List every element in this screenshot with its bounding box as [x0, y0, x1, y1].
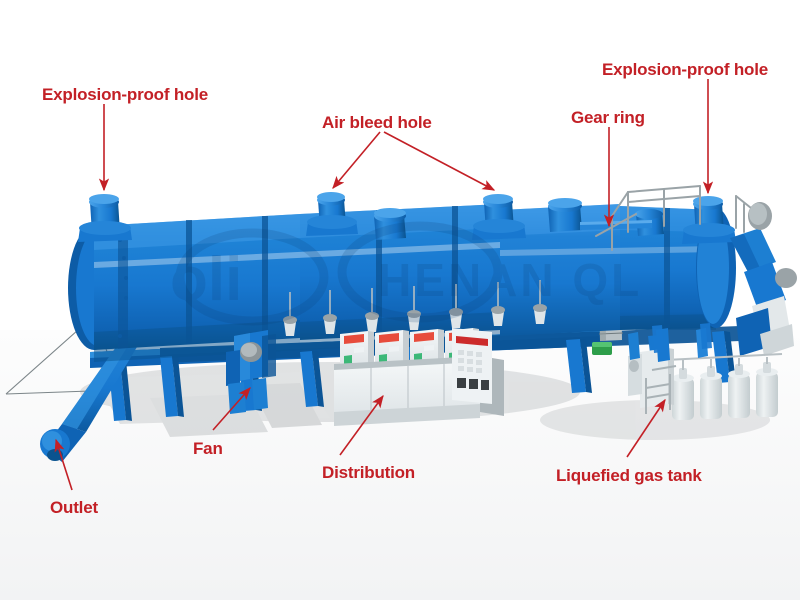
- leader-air-bleed-a: [332, 131, 381, 189]
- stack-5: [682, 196, 736, 244]
- condenser-pipes: [283, 280, 547, 336]
- leader-air-bleed-b: [383, 131, 496, 191]
- right-feed-assembly: [730, 202, 797, 356]
- svg-text:oli: oli: [170, 245, 242, 314]
- walkway-rail: [595, 185, 757, 251]
- fan-unit: [226, 330, 276, 414]
- stack-3: [374, 208, 406, 240]
- label-gear-ring: Gear ring: [571, 108, 645, 127]
- gas-tanks: [665, 353, 783, 420]
- label-distribution: Distribution: [322, 463, 415, 482]
- leader-distribution: [339, 394, 384, 456]
- svg-text:HENAN QL: HENAN QL: [378, 254, 642, 306]
- label-explosion-proof-hole-left: Explosion-proof hole: [42, 85, 208, 104]
- label-outlet: Outlet: [50, 498, 98, 517]
- stack-dome-mid: [548, 198, 582, 232]
- control-panel: [452, 328, 492, 404]
- label-liquefied-gas-tank: Liquefied gas tank: [556, 466, 702, 485]
- stack-2: [306, 192, 358, 236]
- control-cabinets: [334, 328, 504, 426]
- watermark: oli HENAN QL: [170, 221, 642, 326]
- stack-1: [78, 194, 132, 242]
- leader-fan: [212, 387, 251, 431]
- green-valve: [592, 342, 612, 355]
- leader-lines: [54, 79, 714, 491]
- label-fan: Fan: [193, 439, 223, 458]
- leader-outlet: [54, 438, 73, 491]
- label-air-bleed-hole: Air bleed hole: [322, 113, 432, 132]
- leader-liquefied-gas-tank: [626, 398, 666, 458]
- stack-4: [472, 194, 526, 240]
- gas-skid-legs: [652, 323, 712, 353]
- label-explosion-proof-hole-right: Explosion-proof hole: [602, 60, 768, 79]
